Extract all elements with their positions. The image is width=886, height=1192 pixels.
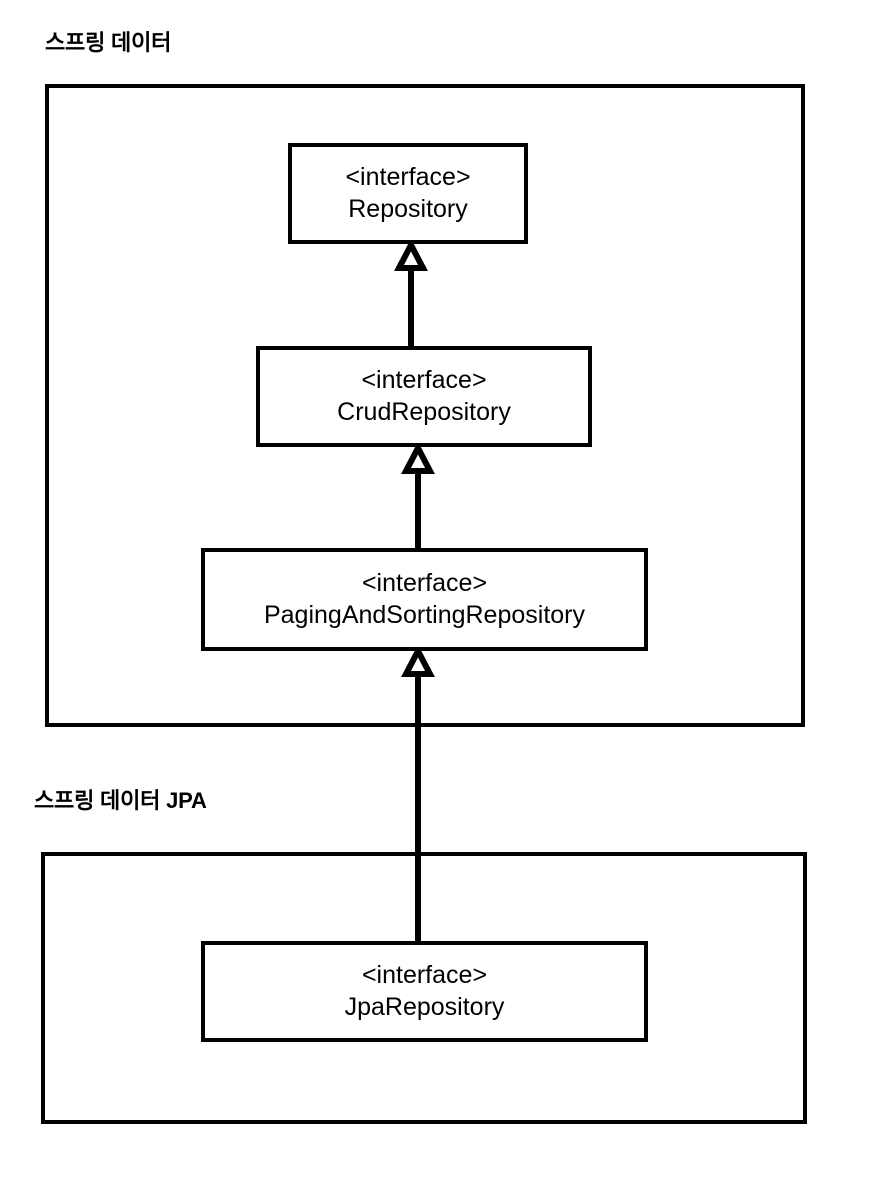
interface-stereotype: <interface> [361,366,487,394]
interface-stereotype: <interface> [361,961,488,989]
generalization-jpa-to-paging [398,644,438,945]
package-label-spring-data-jpa: 스프링 데이터 JPA [34,788,207,813]
hollow-triangle-arrowhead-icon [401,441,435,474]
interface-name: JpaRepository [344,992,505,1021]
hollow-triangle-arrowhead-icon [394,238,428,271]
generalization-crud-to-repository [391,238,431,350]
interface-name: Repository [348,194,468,223]
generalization-paging-to-crud [398,441,438,552]
interface-box-repository[interactable]: <interface> Repository [288,143,528,244]
interface-box-paging-and-sorting-repository[interactable]: <interface> PagingAndSortingRepository [201,548,648,651]
interface-name: PagingAndSortingRepository [263,600,586,629]
hollow-triangle-arrowhead-icon [401,644,435,677]
interface-name: CrudRepository [337,397,511,426]
interface-stereotype: <interface> [345,163,471,191]
package-frame-spring-data [45,84,805,727]
interface-box-jpa-repository[interactable]: <interface> JpaRepository [201,941,648,1042]
interface-stereotype: <interface> [361,569,488,597]
package-label-spring-data: 스프링 데이터 [45,30,172,55]
package-frame-spring-data-jpa [41,852,807,1124]
interface-box-crud-repository[interactable]: <interface> CrudRepository [256,346,592,447]
